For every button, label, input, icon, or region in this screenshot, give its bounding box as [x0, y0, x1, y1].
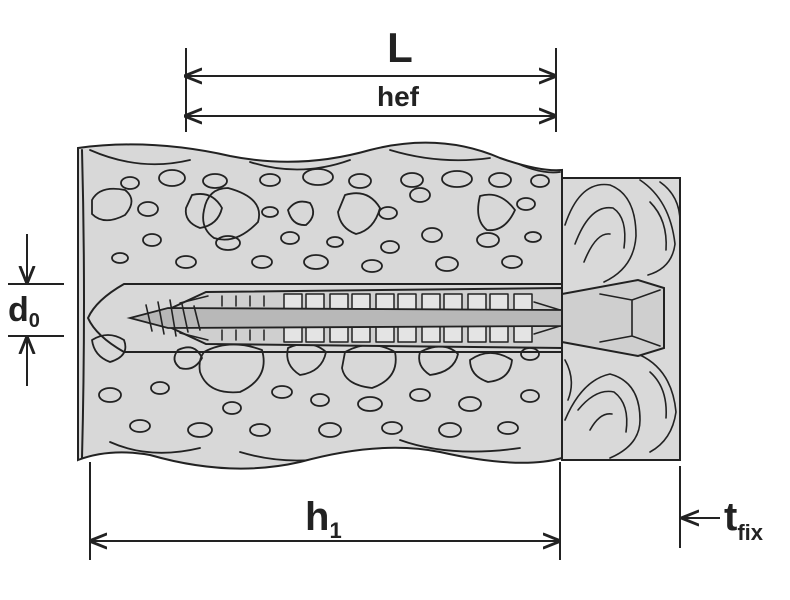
dimension-d0: d0 [8, 234, 64, 386]
concrete-left-edge [81, 149, 85, 459]
aggregate-pattern [89, 149, 561, 462]
label-h1: h1 [305, 495, 342, 543]
label-h1-main: h [305, 495, 329, 539]
dimension-h1: h1 [89, 462, 561, 560]
wood-grain [564, 179, 680, 459]
screw-head [561, 278, 665, 358]
screw [126, 278, 665, 358]
label-h1-sub: 1 [329, 518, 341, 543]
label-hef: hef [377, 81, 420, 112]
label-d0-sub: 0 [29, 310, 40, 332]
label-tfix-main: t [724, 495, 737, 539]
drill-hole [87, 283, 563, 353]
label-tfix: tfix [724, 495, 764, 545]
screw-thread [145, 299, 201, 337]
label-d0-main: d [8, 291, 29, 329]
label-d0: d0 [8, 291, 40, 332]
drill-hole-outline [87, 283, 563, 353]
label-L: L [387, 24, 413, 71]
label-tfix-sub: fix [737, 520, 763, 545]
dimension-tfix: tfix [679, 466, 764, 548]
dimension-hef: hef [186, 81, 555, 116]
screw-head-detail [599, 289, 661, 347]
